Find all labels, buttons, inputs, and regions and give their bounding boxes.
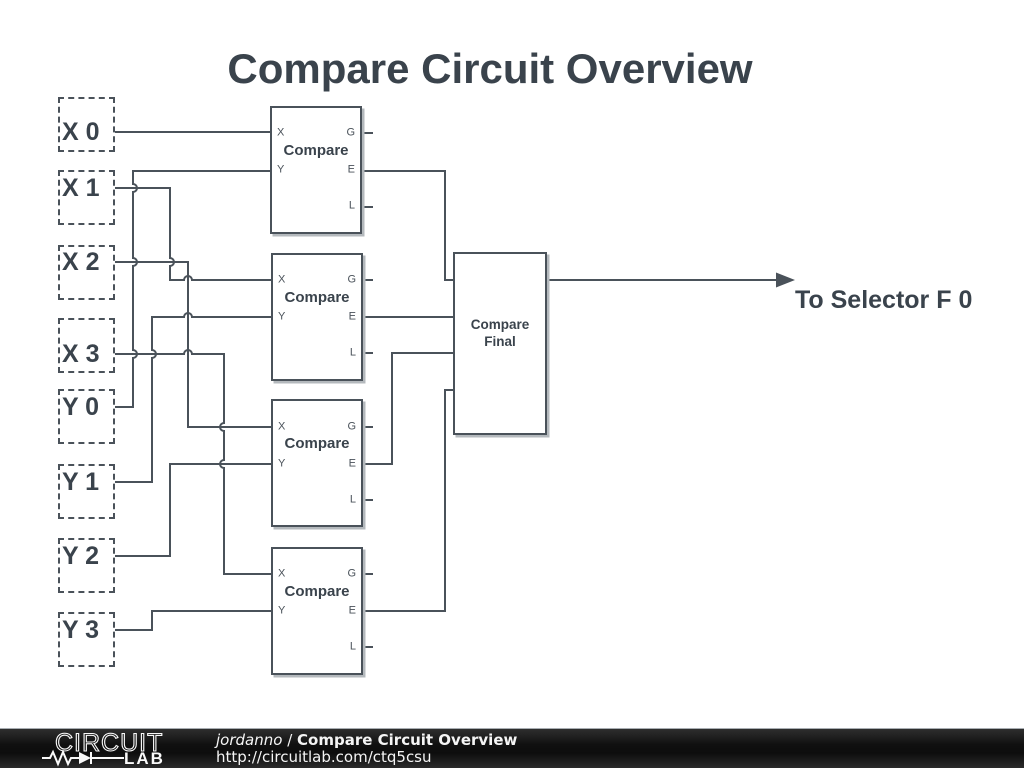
compare-block-2[interactable]: Compare X Y G E L — [271, 253, 363, 381]
pin-label-l: L — [349, 493, 356, 506]
compare-block-3[interactable]: Compare X Y G E L — [271, 399, 363, 527]
footer-separator: / — [287, 731, 293, 749]
footer-url[interactable]: http://circuitlab.com/ctq5csu — [216, 747, 432, 766]
input-box-y0[interactable]: Y 0 — [58, 389, 115, 444]
pin-label-g: G — [346, 126, 355, 139]
pin-label-x: X — [278, 567, 286, 580]
output-label: To Selector F 0 — [795, 286, 973, 314]
pin-label-x: X — [278, 420, 286, 433]
compare-block-1[interactable]: Compare X Y G E L — [270, 106, 362, 234]
footer-bar: CIRCUIT LAB jordanno / Compare Circuit O… — [0, 728, 1024, 768]
pin-label-g: G — [347, 420, 356, 433]
wire-x1 — [115, 187, 271, 281]
pin-label-x: X — [278, 273, 286, 286]
pin-label-y: Y — [278, 604, 286, 617]
pin-label-e: E — [347, 163, 355, 176]
pin-label-e: E — [348, 310, 356, 323]
final-block-name-line2: Final — [484, 334, 516, 349]
input-label: Y 1 — [62, 468, 100, 496]
footer-credit: jordanno / Compare Circuit Overview http… — [216, 732, 517, 765]
compare-block-4[interactable]: Compare X Y G E L — [271, 547, 363, 675]
wire-e1 — [362, 170, 453, 281]
circuitlab-logo-sub: LAB — [124, 749, 165, 768]
input-box-x0[interactable]: X 0 — [58, 97, 115, 152]
footer-doc-title: Compare Circuit Overview — [297, 731, 518, 749]
pin-label-g: G — [347, 273, 356, 286]
pin-label-y: Y — [277, 163, 285, 176]
page-title: Compare Circuit Overview — [227, 45, 753, 92]
wire-e3 — [363, 352, 453, 465]
wire-x3 — [115, 349, 271, 575]
wire-y3 — [115, 610, 271, 631]
pin-label-x: X — [277, 126, 285, 139]
wire-y2 — [115, 463, 271, 557]
input-label: X 3 — [62, 340, 100, 368]
circuitlab-logo-text: CIRCUIT — [55, 729, 163, 757]
input-label: X 0 — [62, 118, 100, 146]
input-box-y1[interactable]: Y 1 — [58, 464, 115, 519]
input-label: Y 0 — [62, 393, 100, 421]
circuitlab-logo[interactable]: CIRCUIT LAB — [40, 728, 220, 768]
pin-label-e: E — [348, 604, 356, 617]
arrowhead-icon — [776, 272, 795, 288]
input-label: X 2 — [62, 248, 100, 276]
input-label: Y 2 — [62, 542, 100, 570]
pin-label-e: E — [348, 457, 356, 470]
compare-final-block[interactable]: Compare Final — [453, 252, 547, 435]
footer-credit-line1: jordanno / Compare Circuit Overview — [216, 732, 517, 749]
input-box-x1[interactable]: X 1 — [58, 170, 115, 225]
pin-label-l: L — [349, 346, 356, 359]
wire-layer — [115, 131, 795, 648]
wire-e4 — [363, 389, 453, 612]
input-box-y3[interactable]: Y 3 — [58, 612, 115, 667]
pin-label-y: Y — [278, 457, 286, 470]
pin-label-g: G — [347, 567, 356, 580]
wire-x2 — [115, 261, 271, 428]
block-name: Compare — [284, 435, 350, 452]
pin-label-l: L — [349, 640, 356, 653]
wire-y1 — [115, 312, 271, 483]
input-box-x3[interactable]: X 3 — [58, 318, 115, 373]
footer-author: jordanno — [216, 731, 283, 749]
pin-label-y: Y — [278, 310, 286, 323]
wire-y0 — [115, 170, 270, 408]
input-box-y2[interactable]: Y 2 — [58, 538, 115, 593]
block-name: Compare — [284, 583, 350, 600]
block-name: Compare — [284, 289, 350, 306]
input-box-x2[interactable]: X 2 — [58, 245, 115, 300]
resistor-diode-icon — [42, 749, 124, 767]
block-name: Compare — [283, 142, 349, 159]
pin-label-l: L — [348, 199, 355, 212]
input-label: X 1 — [62, 174, 100, 202]
final-block-name-line1: Compare — [470, 317, 530, 332]
input-label: Y 3 — [62, 616, 100, 644]
